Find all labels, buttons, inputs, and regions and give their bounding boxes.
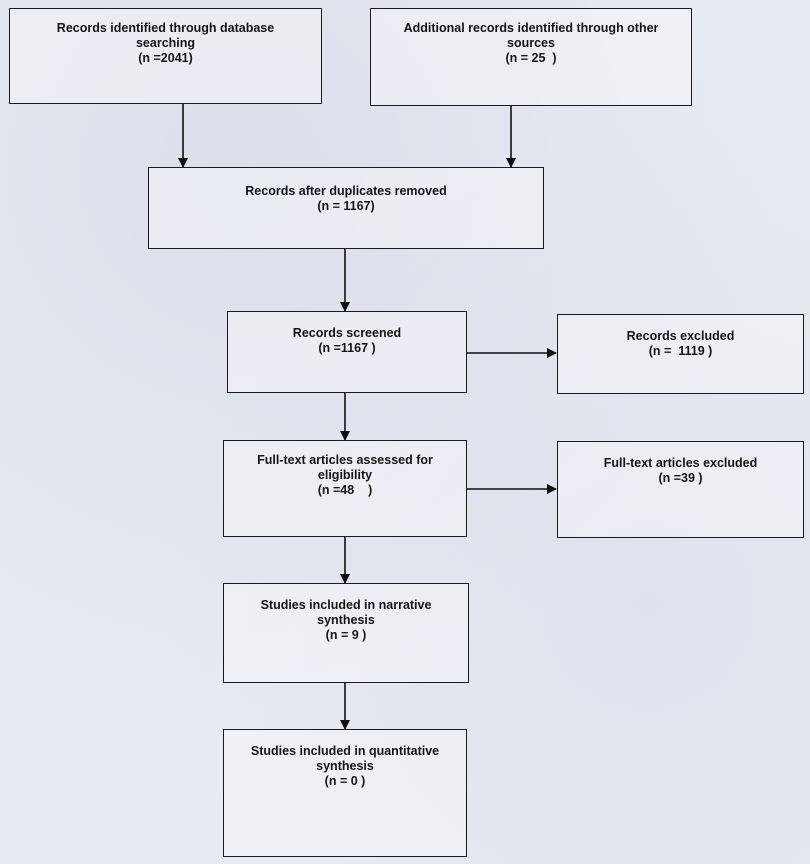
box-records-excluded: Records excluded (n = 1119 ) <box>557 314 804 394</box>
box-text-line: Records excluded <box>626 329 735 343</box>
box-text-line: Studies included in narrative <box>260 598 432 612</box>
box-text-line: synthesis <box>316 759 374 773</box>
box-text-line: eligibility <box>317 468 373 482</box>
box-count: (n =39 ) <box>658 471 703 485</box>
box-count: (n = 0 ) <box>324 774 366 788</box>
box-text-line: Records identified through database <box>56 21 275 35</box>
box-text-line: Records screened <box>292 326 402 340</box>
box-records-identified-database: Records identified through database sear… <box>9 8 322 104</box>
box-text-line: searching <box>135 36 196 50</box>
box-text-line: Full-text articles assessed for <box>257 453 433 467</box>
box-text-line: synthesis <box>317 613 375 627</box>
box-additional-records-other: Additional records identified through ot… <box>370 8 692 106</box>
box-count: (n =1167 ) <box>318 341 376 355</box>
box-count: (n = 9 ) <box>325 628 367 642</box>
box-text-line: Additional records identified through ot… <box>403 21 659 35</box>
box-text-line: sources <box>507 36 555 50</box>
box-fulltext-excluded: Full-text articles excluded (n =39 ) <box>557 441 804 538</box>
box-count: (n = 25 ) <box>505 51 557 65</box>
box-count: (n = 1167) <box>317 199 375 213</box>
box-count: (n =2041) <box>138 51 193 65</box>
box-records-after-duplicates: Records after duplicates removed (n = 11… <box>148 167 544 249</box>
box-count: (n = 1119 ) <box>648 344 713 358</box>
box-quantitative-synthesis: Studies included in quantitative synthes… <box>223 729 467 857</box>
box-text-line: Studies included in quantitative <box>250 744 440 758</box>
box-narrative-synthesis: Studies included in narrative synthesis … <box>223 583 469 683</box>
box-text-line: Full-text articles excluded <box>603 456 758 470</box>
box-count: (n =48 ) <box>317 483 373 497</box>
box-text-line: Records after duplicates removed <box>245 184 447 198</box>
box-fulltext-assessed: Full-text articles assessed for eligibil… <box>223 440 467 537</box>
box-records-screened: Records screened (n =1167 ) <box>227 311 467 393</box>
